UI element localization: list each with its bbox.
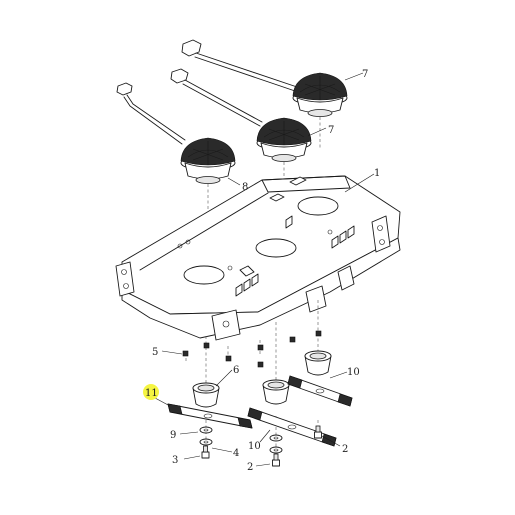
cable-harness-1 [181, 39, 301, 93]
callout-6: 6 [233, 365, 239, 376]
blade-bolt-right [314, 425, 322, 439]
mower-deck [115, 175, 401, 341]
callout-10-center: 10 [248, 441, 261, 452]
blade-right [287, 375, 353, 407]
callout-3: 3 [172, 455, 178, 466]
blade-cup-right [304, 350, 332, 376]
blade-cup-left [192, 382, 220, 408]
leader-lines [154, 72, 375, 467]
callout-5: 5 [152, 347, 158, 358]
cable-harness-2 [170, 68, 263, 127]
callout-1: 1 [374, 168, 380, 179]
callout-7-top: 7 [362, 69, 368, 80]
washer-left [199, 426, 213, 446]
callout-7-mid: 7 [328, 125, 334, 136]
blade-bolt-center [272, 453, 280, 467]
blade-cup-center [262, 379, 290, 405]
callout-4: 4 [233, 448, 239, 459]
cable-harness-3 [116, 82, 186, 145]
callout-2-right: 2 [342, 444, 348, 455]
callout-11: 11 [145, 388, 158, 399]
callout-8: 8 [242, 182, 248, 193]
spindle-motor-middle [256, 117, 312, 162]
blade-left [167, 403, 253, 429]
callout-11-highlight [143, 384, 159, 400]
callout-2-bottom: 2 [247, 462, 253, 473]
bolt-5-set [182, 330, 322, 368]
callout-9: 9 [170, 430, 176, 441]
blade-bolt-left [201, 445, 210, 459]
washer-center [269, 434, 283, 454]
callout-10-right: 10 [347, 367, 360, 378]
spindle-motor-left [180, 137, 236, 184]
spindle-motor-top-right [292, 72, 348, 117]
